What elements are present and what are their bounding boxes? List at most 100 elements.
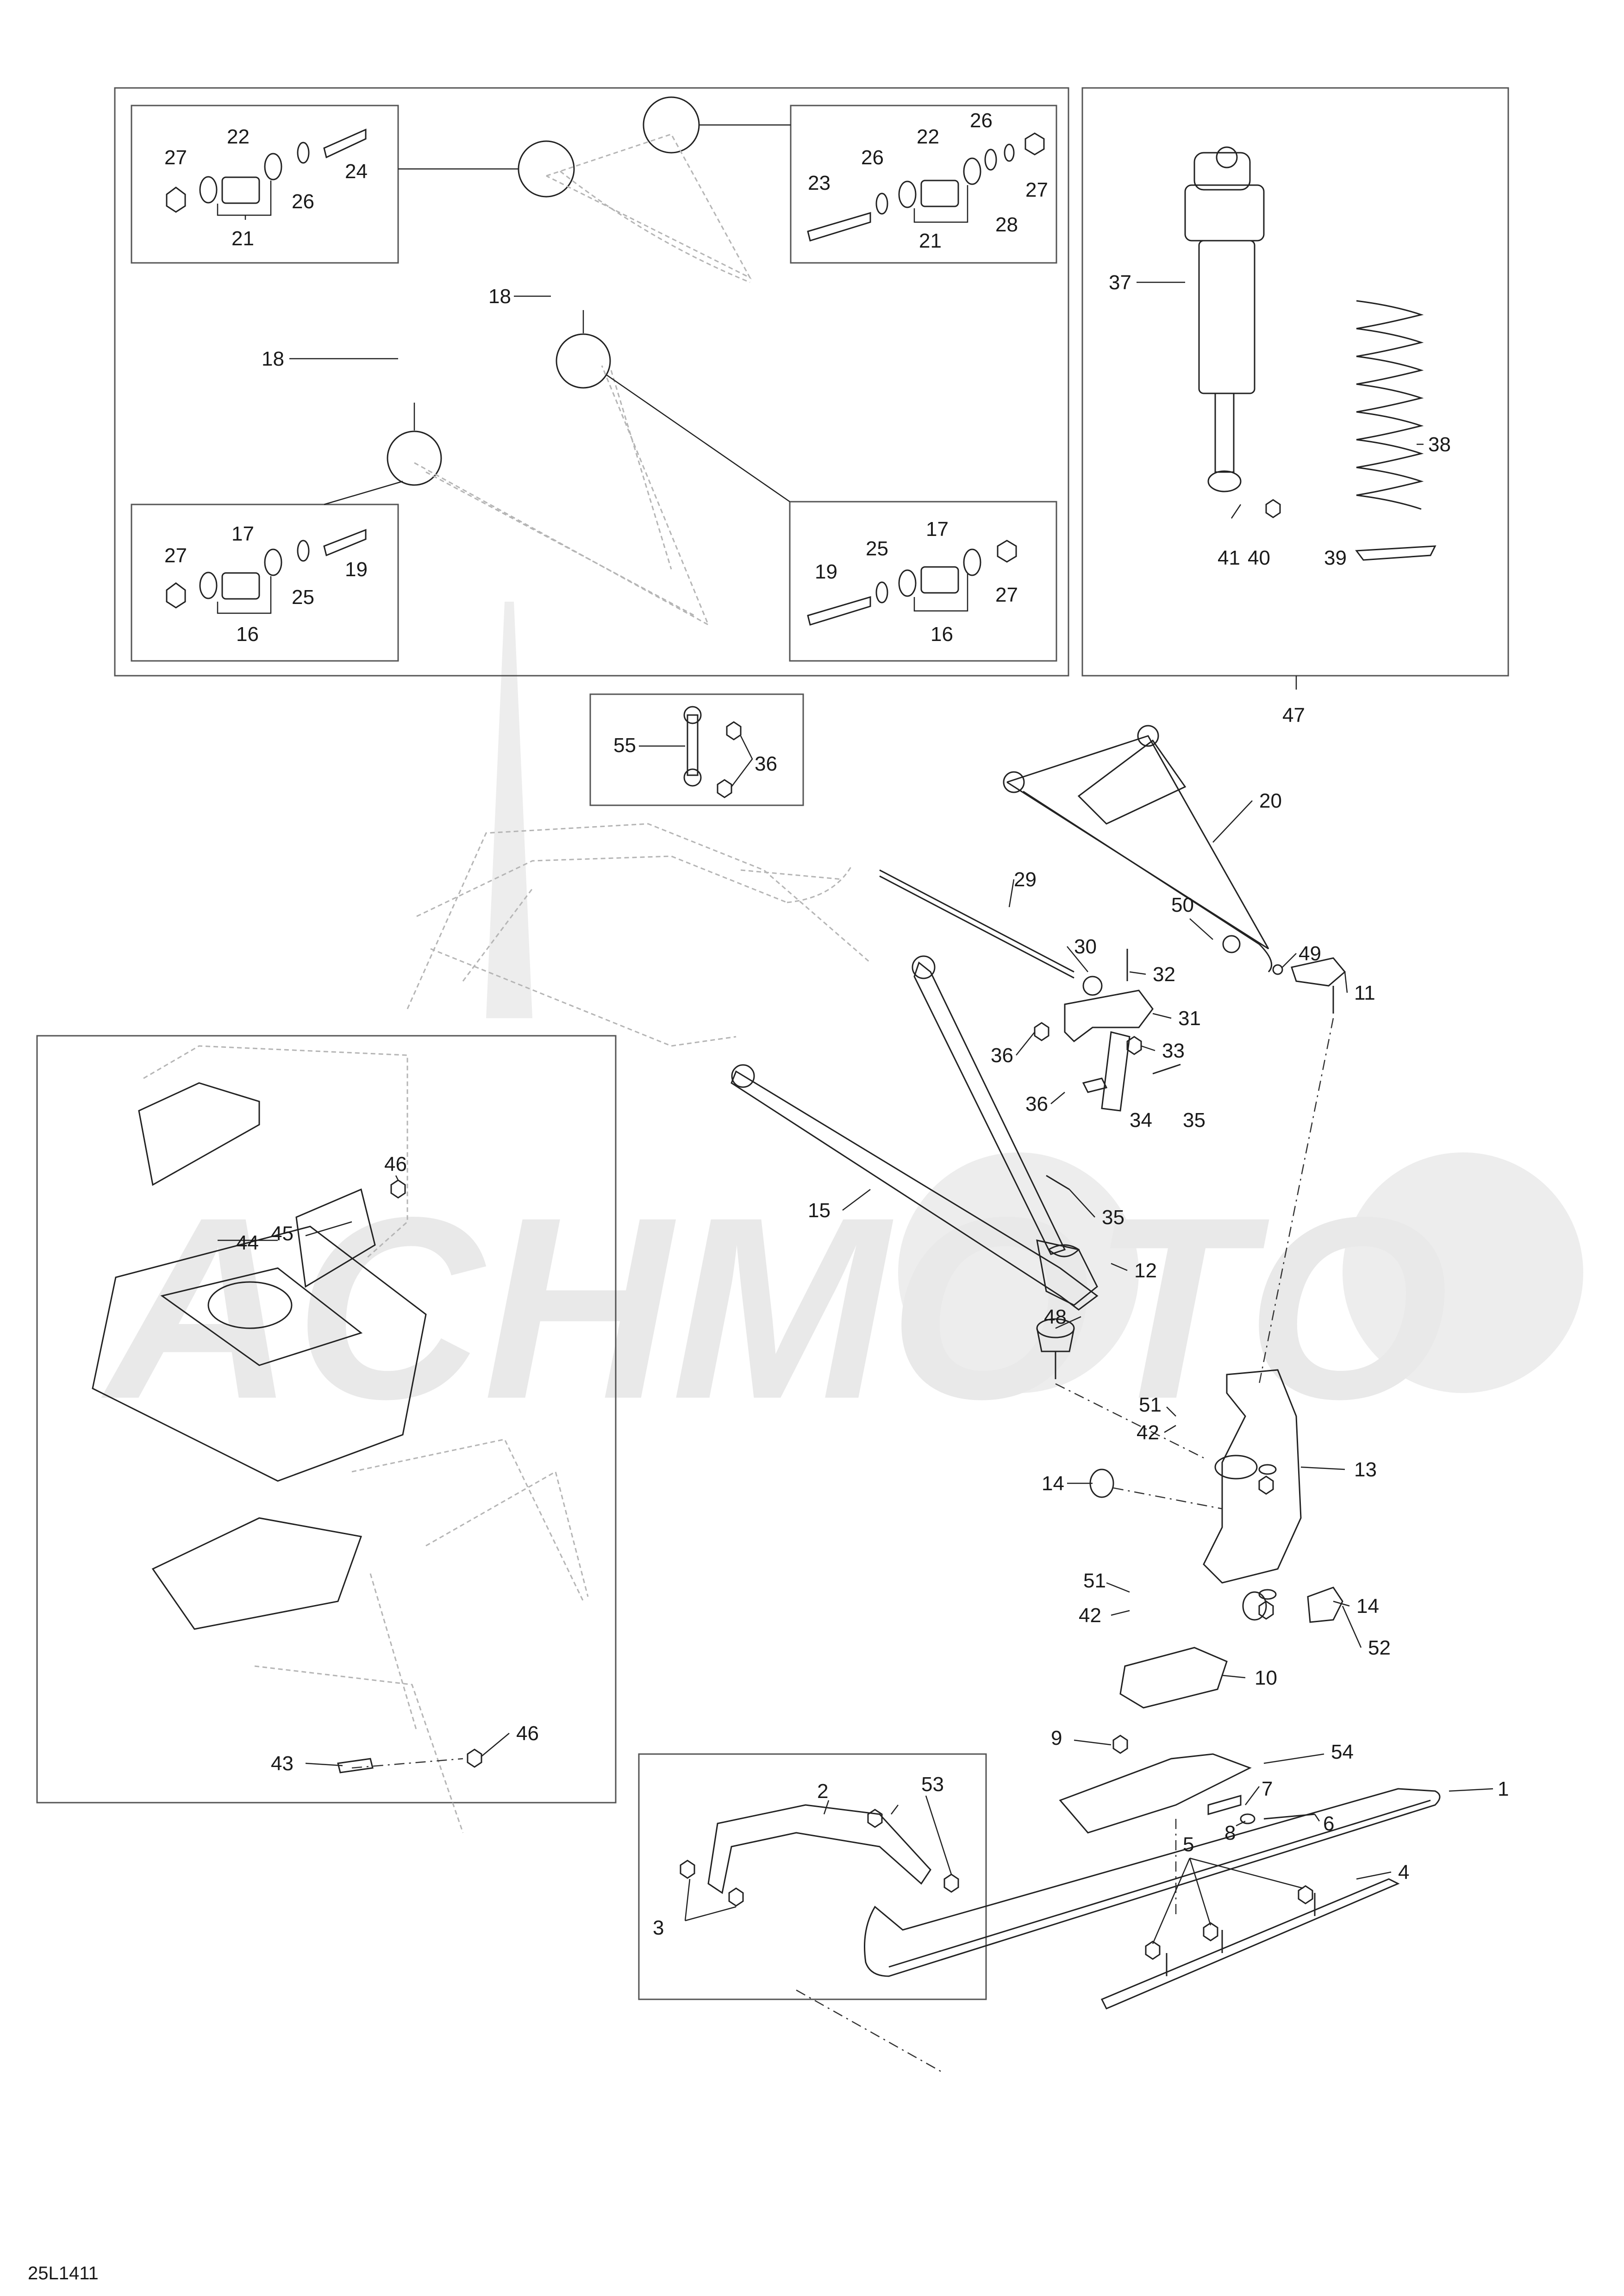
callout-46-upper: 46 bbox=[384, 1153, 407, 1176]
callout-18-lower: 18 bbox=[262, 348, 284, 370]
callout-29: 29 bbox=[1014, 868, 1037, 891]
ski-handle bbox=[680, 1795, 959, 2074]
callout-35-upper: 35 bbox=[1183, 1109, 1206, 1132]
frame-upper-arm-detail bbox=[114, 87, 1069, 677]
top-leaders bbox=[324, 124, 791, 505]
coil-spring bbox=[1355, 300, 1437, 561]
callout-leaders bbox=[289, 281, 1493, 1944]
callout-33: 33 bbox=[1162, 1039, 1185, 1062]
callout-22-left: 22 bbox=[227, 125, 250, 148]
callout-14-lower: 14 bbox=[1356, 1595, 1379, 1618]
callout-44: 44 bbox=[236, 1232, 259, 1254]
callout-26-mid: 26 bbox=[861, 146, 884, 169]
callout-55: 55 bbox=[613, 734, 636, 757]
upper-a-arm bbox=[1003, 725, 1283, 975]
callout-39: 39 bbox=[1324, 547, 1347, 569]
callout-50: 50 bbox=[1171, 894, 1194, 916]
frame-ski-handle bbox=[638, 1753, 987, 2000]
callout-37: 37 bbox=[1109, 271, 1131, 294]
frame-bushing-kit-br bbox=[789, 501, 1057, 662]
callout-54: 54 bbox=[1331, 1741, 1354, 1763]
callout-6: 6 bbox=[1323, 1812, 1334, 1835]
callout-4: 4 bbox=[1398, 1861, 1409, 1884]
callout-20: 20 bbox=[1259, 790, 1282, 812]
callout-46-lower: 46 bbox=[516, 1722, 539, 1745]
callout-36-upper: 36 bbox=[991, 1044, 1013, 1067]
callout-32: 32 bbox=[1153, 963, 1175, 986]
callout-labels: 1 2 3 4 5 6 7 8 9 10 11 12 13 14 14 15 1… bbox=[164, 109, 1509, 1939]
callout-23: 23 bbox=[808, 172, 831, 194]
callout-34: 34 bbox=[1130, 1109, 1152, 1132]
callout-27-tr: 27 bbox=[1025, 179, 1048, 201]
frame-sway-link bbox=[589, 693, 804, 806]
callout-16-right: 16 bbox=[931, 623, 953, 646]
bushing-kit-tl-parts bbox=[166, 128, 367, 220]
bushing-kit-bl-parts bbox=[166, 529, 367, 614]
callout-35-lower: 35 bbox=[1102, 1206, 1124, 1229]
callout-51-upper: 51 bbox=[1139, 1394, 1162, 1416]
callout-25-right: 25 bbox=[866, 537, 888, 560]
callout-26-left: 26 bbox=[292, 190, 314, 213]
callout-21-right: 21 bbox=[919, 230, 942, 252]
shock-absorber bbox=[1184, 146, 1265, 492]
callout-27-tl: 27 bbox=[164, 146, 187, 169]
callout-40: 40 bbox=[1248, 547, 1270, 569]
callout-47: 47 bbox=[1282, 704, 1305, 727]
ski bbox=[864, 1735, 1441, 2010]
callout-22-right: 22 bbox=[917, 125, 939, 148]
callout-16-left: 16 bbox=[236, 623, 259, 646]
lower-ball-joint bbox=[1036, 1318, 1204, 1459]
callout-53: 53 bbox=[921, 1773, 944, 1796]
lower-a-arm bbox=[731, 955, 1099, 1311]
callout-52: 52 bbox=[1368, 1636, 1391, 1659]
callout-12: 12 bbox=[1134, 1259, 1157, 1282]
callout-17-right: 17 bbox=[926, 518, 949, 541]
callout-51-lower: 51 bbox=[1083, 1569, 1106, 1592]
callout-43: 43 bbox=[271, 1752, 294, 1775]
callout-49: 49 bbox=[1299, 942, 1321, 965]
shock-hardware bbox=[1230, 499, 1297, 690]
ski-wear-pad bbox=[1119, 1647, 1228, 1709]
callout-19-left: 19 bbox=[345, 558, 368, 581]
callout-15: 15 bbox=[808, 1199, 831, 1222]
sway-bar bbox=[787, 865, 1074, 979]
callout-36-lower: 36 bbox=[1025, 1093, 1048, 1115]
watermark-text: ACHMOTO bbox=[98, 1163, 1449, 1453]
callout-14-upper: 14 bbox=[1042, 1472, 1064, 1495]
callout-31: 31 bbox=[1178, 1007, 1201, 1030]
callout-27-bl: 27 bbox=[164, 544, 187, 567]
callout-25-left: 25 bbox=[292, 586, 314, 609]
watermark: ACHMOTO bbox=[98, 602, 1583, 1453]
callout-42-lower: 42 bbox=[1079, 1604, 1101, 1627]
frame-bushing-kit-tl bbox=[131, 105, 399, 264]
bushing-kit-tr-parts bbox=[807, 132, 1045, 242]
frame-shock bbox=[1081, 87, 1509, 677]
chassis-detail bbox=[92, 1045, 589, 1833]
callout-13: 13 bbox=[1354, 1458, 1377, 1481]
callout-24: 24 bbox=[345, 160, 368, 183]
callout-18-upper: 18 bbox=[488, 285, 511, 308]
callout-3: 3 bbox=[653, 1916, 664, 1939]
callout-41: 41 bbox=[1218, 547, 1240, 569]
callout-17-left: 17 bbox=[231, 523, 254, 545]
callout-11: 11 bbox=[1354, 982, 1375, 1004]
callout-5: 5 bbox=[1183, 1833, 1194, 1856]
callout-26-right: 26 bbox=[970, 109, 993, 132]
callout-9: 9 bbox=[1051, 1727, 1062, 1749]
frame-chassis-detail bbox=[36, 1035, 617, 1804]
ghost-chassis bbox=[406, 823, 871, 1047]
frame-bushing-kit-bl bbox=[131, 504, 399, 662]
bushing-kit-br-parts bbox=[807, 540, 1017, 626]
spindle bbox=[1089, 1369, 1343, 1623]
callout-36-link: 36 bbox=[755, 753, 777, 775]
ski-nuts bbox=[1145, 1885, 1313, 1960]
sway-bar-link bbox=[639, 706, 753, 798]
callout-42-upper: 42 bbox=[1137, 1421, 1159, 1444]
callout-8: 8 bbox=[1224, 1822, 1236, 1844]
diagram-code: 25L1411 bbox=[28, 2263, 99, 2284]
bellcrank bbox=[1034, 949, 1181, 1257]
frame-bushing-kit-tr bbox=[790, 105, 1057, 264]
callout-28: 28 bbox=[995, 213, 1018, 236]
callout-1: 1 bbox=[1498, 1778, 1509, 1800]
